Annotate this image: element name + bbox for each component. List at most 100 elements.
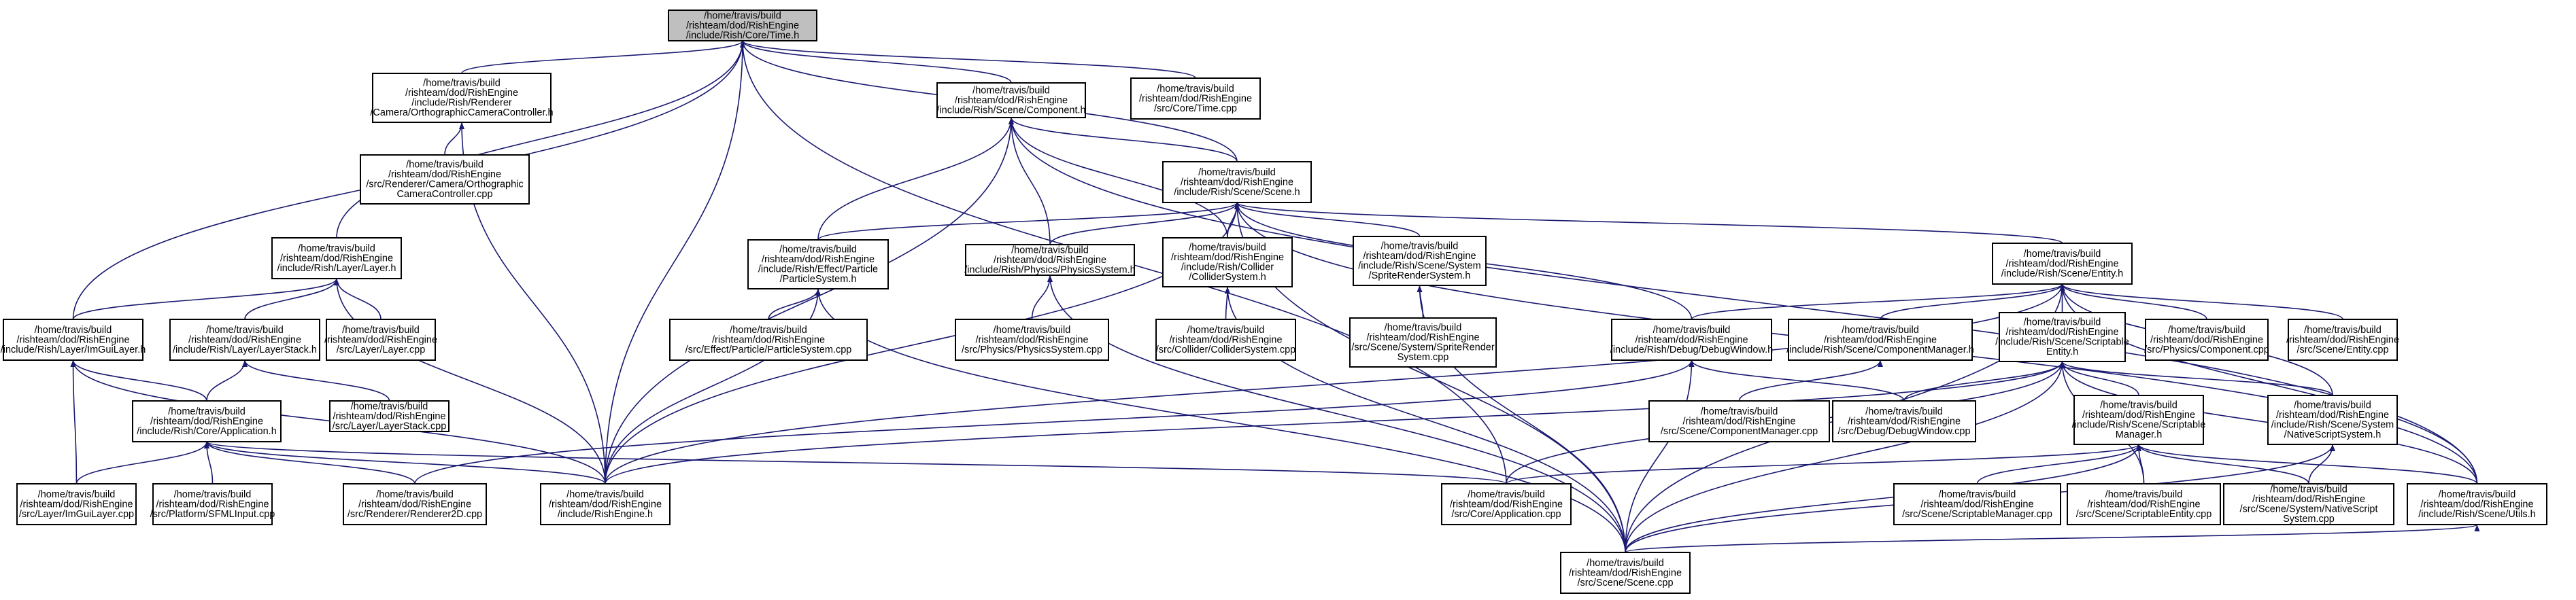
file-node-label-line: /rishteam/dod/RishEngine <box>333 411 445 422</box>
file-node-scene-utils-h[interactable]: /home/travis/build/rishteam/dod/RishEngi… <box>2407 483 2547 525</box>
file-node-label-line: /home/travis/build <box>1653 325 1731 336</box>
file-node-ortho-ctrl-h[interactable]: /home/travis/build/rishteam/dod/RishEngi… <box>370 73 554 123</box>
file-node-label-line: /rishteam/dod/RishEngine <box>2276 410 2389 421</box>
file-node-ortho-ctrl-cpp[interactable]: /home/travis/build/rishteam/dod/RishEngi… <box>360 154 530 205</box>
file-node-component-mgr-h[interactable]: /home/travis/build/rishteam/dod/RishEngi… <box>1786 319 1974 361</box>
file-node-label-line: /rishteam/dod/RishEngine <box>388 169 501 180</box>
file-node-layer-stack-h[interactable]: /home/travis/build/rishteam/dod/RishEngi… <box>169 319 320 361</box>
include-edge-scene_h-to-component_h <box>1009 117 1238 162</box>
file-node-scene-h[interactable]: /home/travis/build/rishteam/dod/RishEngi… <box>1162 161 1312 203</box>
file-node-core-app-cpp[interactable]: /home/travis/build/rishteam/dod/RishEngi… <box>1441 483 1572 525</box>
file-node-physics-sys-h[interactable]: /home/travis/build/rishteam/dod/RishEngi… <box>964 244 1136 276</box>
file-node-label-line: /home/travis/build <box>1865 406 1943 417</box>
file-node-label-line: /rishteam/dod/RishEngine <box>1139 93 1252 104</box>
file-node-box <box>1992 243 2133 285</box>
file-node-label-line: /include/Rish/Layer/ImGuiLayer.h <box>1 345 146 355</box>
file-node-label-line: /rishteam/dod/RishEngine <box>1171 252 1284 263</box>
file-node-label-line: /rishteam/dod/RishEngine <box>1848 416 1961 427</box>
file-node-box <box>132 400 282 442</box>
file-node-label-line: /include/Rish/Scene/System <box>1358 261 1481 272</box>
file-node-label-line: /src/Scene/Scene.cpp <box>1577 578 1673 588</box>
file-node-particle-sys-h[interactable]: /home/travis/build/rishteam/dod/RishEngi… <box>747 239 889 289</box>
include-edge-component_mgr_cpp-to-component_mgr_h <box>1738 359 1883 402</box>
file-node-label-line: /rishteam/dod/RishEngine <box>1181 177 1293 188</box>
file-node-label-line: /include/Rish/Physics/PhysicsSystem.h <box>964 264 1135 275</box>
file-node-scene-cpp[interactable]: /home/travis/build/rishteam/dod/RishEngi… <box>1560 552 1691 594</box>
file-node-component-h[interactable]: /home/travis/build/rishteam/dod/RishEngi… <box>936 82 1086 118</box>
include-edge-particle_sys_h-to-scene_h <box>817 202 1240 241</box>
file-node-scriptable-entity-cpp[interactable]: /home/travis/build/rishteam/dod/RishEngi… <box>2067 483 2221 525</box>
file-node-label-line: /rishteam/dod/RishEngine <box>324 334 437 345</box>
file-node-scene-entity-h[interactable]: /home/travis/build/rishteam/dod/RishEngi… <box>1992 243 2133 285</box>
file-node-physics-component-cpp[interactable]: /home/travis/build/rishteam/dod/RishEngi… <box>2144 319 2269 361</box>
include-edge-time_cpp-to-core_time_h <box>740 40 1196 79</box>
file-node-label-line: /ColliderSystem.h <box>1189 272 1266 283</box>
file-node-label-line: /src/Debug/DebugWindow.cpp <box>1837 426 1970 437</box>
file-node-box <box>540 483 671 525</box>
include-edge-sfml_input_cpp-to-core_app_h <box>204 441 214 484</box>
file-node-label-line: /home/travis/build <box>423 78 501 89</box>
file-node-label-line: /rishteam/dod/RishEngine <box>1450 499 1563 510</box>
file-node-label-line: /rishteam/dod/RishEngine <box>2420 499 2533 510</box>
file-node-label-line: /src/Scene/System/SpriteRender <box>1351 342 1495 353</box>
include-edge-imgui_layer_h-to-layer_h <box>72 278 339 320</box>
file-node-label-line: /home/travis/build <box>2100 400 2177 411</box>
include-edge-scene_entity_cpp-to-scene_entity_h <box>2059 283 2343 320</box>
file-node-imgui-layer-h[interactable]: /home/travis/build/rishteam/dod/RishEngi… <box>1 319 146 361</box>
file-node-label-line: /rishteam/dod/RishEngine <box>2082 410 2195 421</box>
file-node-label-line: /rishteam/dod/RishEngine <box>549 499 662 510</box>
file-node-core-time-h[interactable]: /home/travis/build/rishteam/dod/RishEngi… <box>668 10 817 41</box>
include-edge-native_script_cpp-to-scriptable_mgr_h <box>2136 444 2309 484</box>
file-node-label-line: /rishteam/dod/RishEngine <box>405 88 518 99</box>
file-node-layer-stack-cpp[interactable]: /home/travis/build/rishteam/dod/RishEngi… <box>329 400 450 432</box>
file-node-native-script-h[interactable]: /home/travis/build/rishteam/dod/RishEngi… <box>2267 395 2398 445</box>
file-node-box <box>1560 552 1691 594</box>
file-node-collider-sys-cpp[interactable]: /home/travis/build/rishteam/dod/RishEngi… <box>1155 319 1296 361</box>
file-node-label-line: /rishteam/dod/RishEngine <box>1169 334 1282 345</box>
include-edge-rish_engine_h-to-scene_entity_h <box>605 283 2065 484</box>
file-node-time-cpp[interactable]: /home/travis/build/rishteam/dod/RishEngi… <box>1130 77 1261 120</box>
file-node-box <box>1611 319 1772 361</box>
file-node-component-mgr-cpp[interactable]: /home/travis/build/rishteam/dod/RishEngi… <box>1648 400 1830 442</box>
file-node-label-line: /rishteam/dod/RishEngine <box>686 20 799 31</box>
file-node-label-line: /src/Core/Application.cpp <box>1451 509 1561 520</box>
file-node-label-line: /NativeScriptSystem.h <box>2284 429 2382 440</box>
file-node-label-line: /home/travis/build <box>1842 325 1919 336</box>
include-edge-core_app_cpp-to-core_app_h <box>204 441 1507 484</box>
file-node-rish-engine-h[interactable]: /home/travis/build/rishteam/dod/RishEngi… <box>540 483 671 525</box>
file-node-label-line: /home/travis/build <box>298 243 375 254</box>
file-node-sprite-sys-cpp[interactable]: /home/travis/build/rishteam/dod/RishEngi… <box>1349 317 1497 368</box>
file-node-label-line: /rishteam/dod/RishEngine <box>2252 494 2365 505</box>
file-node-label-line: /home/travis/build <box>342 325 420 336</box>
file-node-scriptable-mgr-h[interactable]: /home/travis/build/rishteam/dod/RishEngi… <box>2072 395 2206 445</box>
file-node-label-line: /rishteam/dod/RishEngine <box>156 499 269 510</box>
file-node-debug-window-cpp[interactable]: /home/travis/build/rishteam/dod/RishEngi… <box>1832 400 1976 442</box>
file-node-label-line: /home/travis/build <box>730 325 807 336</box>
file-node-collider-sys-h[interactable]: /home/travis/build/rishteam/dod/RishEngi… <box>1162 237 1293 287</box>
file-node-box <box>1353 236 1487 286</box>
include-edge-rish_engine_h-to-component_h <box>605 117 1014 484</box>
file-node-renderer2d-cpp[interactable]: /home/travis/build/rishteam/dod/RishEngi… <box>343 483 487 525</box>
file-node-debug-window-h[interactable]: /home/travis/build/rishteam/dod/RishEngi… <box>1610 319 1773 361</box>
file-node-sprite-sys-h[interactable]: /home/travis/build/rishteam/dod/RishEngi… <box>1353 236 1487 286</box>
file-node-scene-entity-cpp[interactable]: /home/travis/build/rishteam/dod/RishEngi… <box>2286 319 2399 361</box>
file-node-sfml-input-cpp[interactable]: /home/travis/build/rishteam/dod/RishEngi… <box>150 483 275 525</box>
file-node-label-line: /rishteam/dod/RishEngine <box>1363 251 1476 262</box>
file-node-label-line: /home/travis/build <box>2168 325 2245 336</box>
file-node-label-line: /home/travis/build <box>566 489 644 500</box>
file-node-native-script-cpp[interactable]: /home/travis/build/rishteam/dod/RishEngi… <box>2223 483 2394 525</box>
file-node-physics-sys-cpp[interactable]: /home/travis/build/rishteam/dod/RishEngi… <box>955 319 1109 361</box>
file-node-layer-h[interactable]: /home/travis/build/rishteam/dod/RishEngi… <box>271 237 402 279</box>
include-edge-native_script_h-to-scriptable_entity_h <box>2059 361 2333 396</box>
include-edge-scene_entity_h-to-scene_h <box>1234 202 2063 244</box>
include-edge-imgui_layer_cpp-to-core_app_h <box>75 441 209 484</box>
include-edge-layer_h-to-core_time_h <box>336 40 745 239</box>
file-node-core-app-h[interactable]: /home/travis/build/rishteam/dod/RishEngi… <box>132 400 282 442</box>
file-node-particle-sys-cpp[interactable]: /home/travis/build/rishteam/dod/RishEngi… <box>669 319 868 361</box>
file-node-scriptable-entity-h[interactable]: /home/travis/build/rishteam/dod/RishEngi… <box>1995 312 2129 362</box>
file-node-label-line: /rishteam/dod/RishEngine <box>2005 258 2118 269</box>
file-node-imgui-layer-cpp[interactable]: /home/travis/build/rishteam/dod/RishEngi… <box>16 483 137 525</box>
file-node-label-line: /include/Rish/Layer/LayerStack.h <box>173 345 317 355</box>
file-node-scriptable-mgr-cpp[interactable]: /home/travis/build/rishteam/dod/RishEngi… <box>1893 483 2061 525</box>
file-node-layer-cpp[interactable]: /home/travis/build/rishteam/dod/RishEngi… <box>324 319 437 361</box>
